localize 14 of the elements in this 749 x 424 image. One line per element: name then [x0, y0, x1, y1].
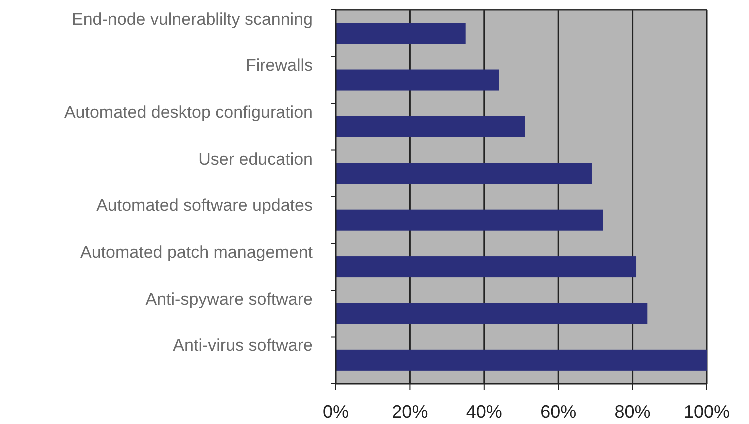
category-label: Automated patch management: [80, 243, 313, 264]
tick-label: 20%: [392, 402, 428, 422]
category-label: Automated software updates: [96, 196, 313, 216]
tick-label: 80%: [614, 402, 651, 422]
category-label: Firewalls: [246, 56, 313, 76]
category-label: Anti-virus software: [173, 336, 313, 356]
category-label: Automated desktop configuration: [64, 102, 313, 123]
tick-label: 40%: [466, 402, 502, 422]
tick-label: 60%: [540, 402, 577, 422]
tick-label: 0%: [323, 402, 349, 422]
category-label: User education: [198, 150, 313, 170]
category-label: End-node vulnerablilty scanning: [72, 10, 313, 30]
tick-label: 100%: [684, 402, 730, 422]
category-label: Anti-spyware software: [146, 290, 313, 310]
